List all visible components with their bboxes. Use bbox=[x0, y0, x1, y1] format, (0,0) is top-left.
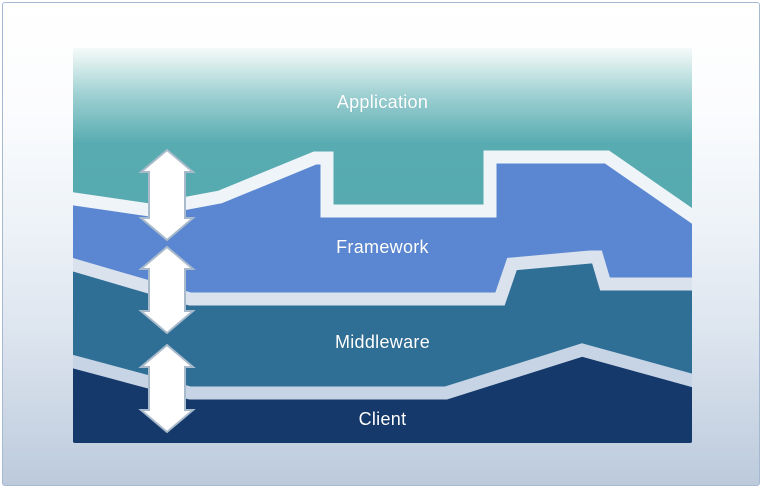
layer-framework-region bbox=[73, 157, 692, 299]
gap-framework-middleware bbox=[73, 250, 692, 306]
double-arrow-middleware-client-icon bbox=[138, 343, 196, 434]
double-arrow-application-framework-icon bbox=[138, 148, 196, 242]
diagram-svg bbox=[73, 48, 692, 443]
double-arrow-framework-middleware-icon bbox=[138, 245, 196, 335]
architecture-diagram: Application Framework Middleware Client bbox=[73, 48, 692, 443]
